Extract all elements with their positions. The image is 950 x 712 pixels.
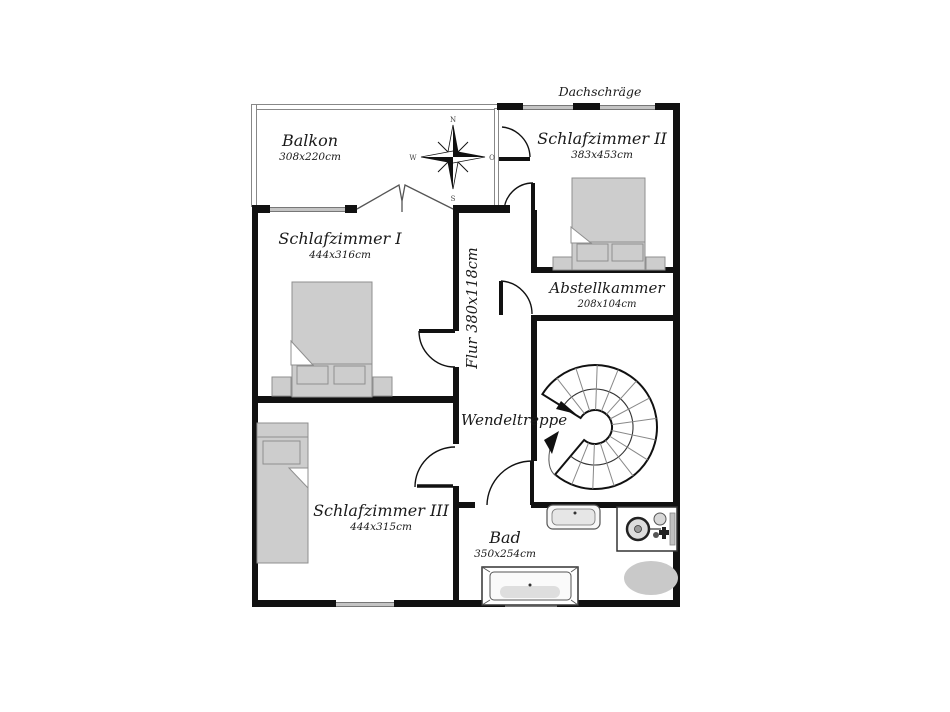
compass-east-label: O [489,154,495,162]
wall-segment [531,315,680,321]
wall-segment [453,502,475,508]
double-bed [552,177,666,271]
nightstand [271,376,292,397]
room-label-schlafzimmer-1: Schlafzimmer I 444x316cm [278,230,401,261]
door-arc [418,329,456,368]
bath-rug [624,561,678,595]
room-dims: 350x254cm [474,547,536,560]
room-name: Schlafzimmer I [278,229,402,248]
fixture-panel [669,512,676,546]
room-label-bad: Bad 350x254cm [474,529,536,560]
wall-segment [453,205,510,213]
mattress [571,177,646,243]
room-label-balkon: Balkon 308x220cm [279,132,341,163]
room-name: Bad [489,528,521,547]
tub-water [500,586,560,598]
door-arc [503,182,535,213]
window [600,103,655,110]
room-dims: 380x118cm [465,247,481,333]
window [270,205,345,213]
pillow [611,243,644,262]
blanket-fold [570,225,593,244]
blanket-fold [290,339,315,366]
room-name: Flur [465,337,481,369]
faucet-cross [662,527,666,539]
wall-segment [453,367,459,444]
room-label-schlafzimmer-3: Schlafzimmer III 444x315cm [313,502,449,533]
door-arc [414,446,456,488]
room-label-schlafzimmer-2: Schlafzimmer II 383x453cm [537,130,667,161]
room-label-flur: Flur 380x118cm [465,247,481,368]
wall-segment [497,103,680,110]
room-dims: 383x453cm [571,148,633,161]
wall-segment [531,502,680,508]
wall-segment [453,205,459,331]
room-dims: 444x315cm [350,520,412,533]
label-arrow [544,431,559,454]
pillow [262,440,301,465]
nightstand [645,256,666,271]
pillow [576,243,609,262]
faucet-knob [653,512,667,526]
door-arc [486,460,534,506]
room-dims: 308x220cm [279,150,341,163]
room-name: Wendeltreppe [460,411,568,429]
door-arc [499,126,531,161]
wall-segment [252,600,680,607]
wall-segment [252,396,459,403]
double-bed [271,281,393,398]
single-bed [256,422,309,564]
stair-direction-arrow [556,401,576,414]
wall-segment [252,205,258,607]
compass-rose: N O S W [409,116,495,203]
folding-door [356,183,454,212]
door-arc [499,280,533,315]
room-dims: 444x316cm [309,248,371,261]
window [336,600,394,607]
nightstand [552,256,573,271]
sink [546,504,601,530]
pillow [333,365,366,385]
blanket-fold [287,467,309,490]
room-label-wendeltreppe: Wendeltreppe [461,412,567,429]
room-name: Schlafzimmer III [313,501,449,520]
room-name: Schlafzimmer II [537,129,667,148]
wall-segment [673,103,680,607]
attic-note: Dachschräge [558,84,642,99]
nightstand [372,376,393,397]
room-name: Balkon [281,131,339,150]
pillow [296,365,329,385]
window [523,103,573,110]
room-dims: 208x104cm [577,298,637,310]
compass-west-label: W [409,154,417,162]
room-label-abstellkammer: Abstellkammer 208x104cm [549,280,664,310]
mattress [291,281,373,365]
wall-segment [453,486,459,607]
bathtub [481,566,579,606]
compass-north-label: N [450,116,456,124]
wall-segment [531,315,537,461]
wall-segment [531,210,537,273]
room-name: Abstellkammer [549,279,665,297]
washing-machine [616,506,678,552]
compass-south-label: S [451,195,456,203]
